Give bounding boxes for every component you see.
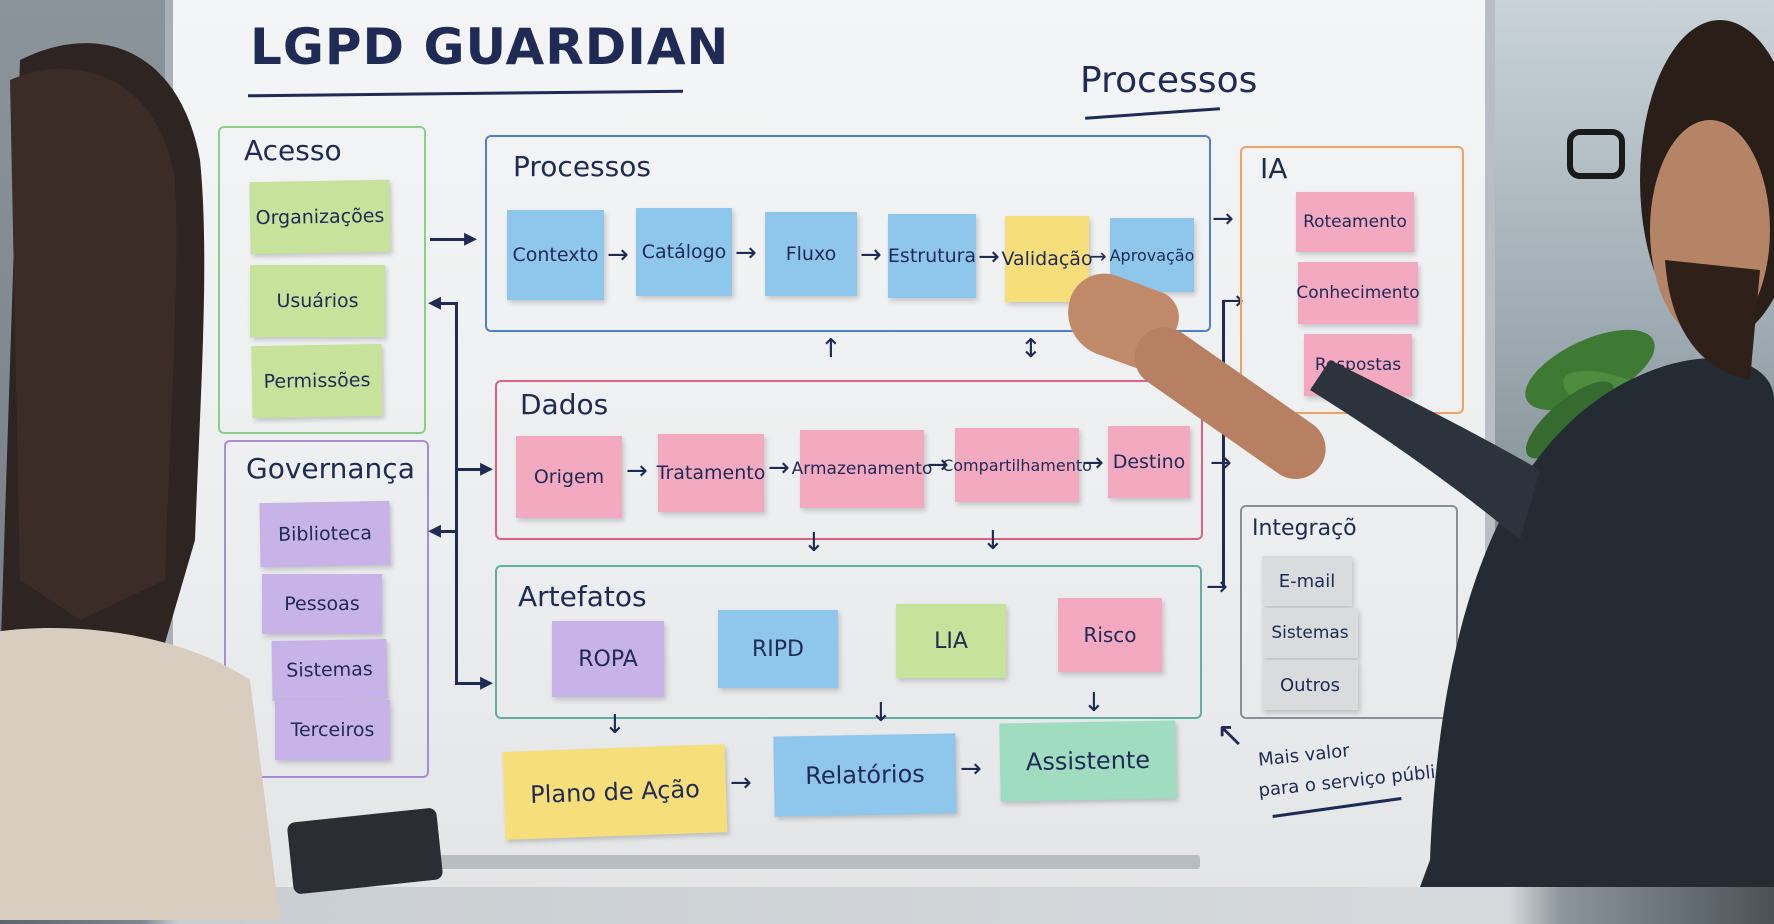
arrow-p1: →: [607, 240, 629, 270]
group-ia-label: IA: [1260, 152, 1288, 185]
note-plano-de-acao: Plano de Ação: [502, 744, 728, 840]
note-armazenamento: Armazenamento: [792, 430, 932, 508]
note-ripd: RIPD: [718, 610, 838, 688]
note-terceiros: Terceiros: [275, 700, 390, 760]
note-usuarios: Usuários: [250, 265, 385, 337]
arrow-curved: ↖: [1216, 715, 1245, 755]
group-artefatos: [495, 565, 1202, 719]
arrow-down-2: ↓: [982, 526, 1004, 556]
arrow-o1: →: [730, 768, 752, 798]
note-compartilhamento: Compartilhamento: [942, 428, 1092, 502]
group-acesso: [218, 126, 426, 434]
corner-label: Processos: [1080, 60, 1258, 101]
note-assistente: Assistente: [999, 720, 1177, 802]
arrow-down-3: ↓: [604, 710, 626, 740]
group-acesso-label: Acesso: [244, 134, 342, 167]
group-governanca: [224, 440, 429, 778]
note-contexto: Contexto: [507, 210, 604, 300]
connector-artefatos: [455, 682, 485, 685]
person-left: [0, 20, 290, 920]
note-estrutura: Estrutura: [888, 214, 976, 298]
arrow-head-5: ▸: [480, 667, 494, 697]
arrow-down-5: ↓: [1083, 688, 1105, 718]
arrow-head-1: ▸: [464, 223, 478, 253]
arrow-head-4: ◂: [428, 515, 442, 545]
note-tratamento: Tratamento: [657, 434, 765, 512]
arrow-p4: →: [978, 242, 1000, 272]
arrow-down-1: ↓: [803, 528, 825, 558]
note-outros: Outros: [1262, 660, 1358, 710]
group-processos-label: Processos: [513, 150, 651, 183]
board-title: LGPD GUARDIAN: [250, 18, 730, 76]
note-origem: Origem: [516, 436, 622, 518]
arrow-to-integracoes-2: →: [1206, 572, 1228, 602]
arrow-to-ia: →: [1212, 204, 1234, 234]
arrow-p2: →: [735, 238, 757, 268]
connector-gov: [435, 530, 457, 533]
note-fluxo: Fluxo: [765, 212, 857, 296]
group-dados-label: Dados: [520, 388, 609, 421]
connector-acesso: [435, 302, 457, 305]
arrow-acesso-processos: [430, 238, 470, 241]
note-pessoas: Pessoas: [262, 574, 382, 634]
arrow-head-2: ◂: [428, 287, 442, 317]
board-tray: [300, 855, 1200, 869]
connector-vertical-right: [1222, 300, 1225, 588]
group-governanca-label: Governança: [246, 452, 415, 485]
note-ropa: ROPA: [552, 621, 664, 697]
note-risco: Risco: [1058, 598, 1162, 672]
group-artefatos-label: Artefatos: [518, 580, 647, 613]
person-right: [1060, 0, 1774, 887]
note-lia: LIA: [896, 604, 1006, 678]
connector-vertical-left: [455, 302, 458, 684]
arrow-to-integracoes: →: [1210, 448, 1232, 478]
arrow-to-ia-2: →: [1222, 286, 1244, 316]
arrow-d1: →: [626, 456, 648, 486]
group-integracoes: [1240, 505, 1458, 719]
note-roteamento: Roteamento: [1296, 192, 1414, 252]
arrow-d4: →: [1082, 448, 1104, 478]
arrow-p3: →: [860, 240, 882, 270]
group-dados: [495, 380, 1203, 540]
arrow-d2: →: [768, 453, 790, 483]
arrow-bidirectional: ↕: [1020, 334, 1042, 364]
note-sistemas-int: Sistemas: [1262, 608, 1358, 658]
group-processos: [485, 135, 1211, 332]
note-relatorios: Relatórios: [773, 733, 957, 817]
group-integracoes-label: Integraçõ: [1252, 516, 1357, 541]
arrow-o2: →: [960, 754, 982, 784]
connector-dados: [455, 468, 485, 471]
arrow-up-dados-processos: ↑: [820, 334, 842, 364]
note-destino: Destino: [1108, 426, 1190, 498]
arrow-d3: →: [927, 450, 949, 480]
note-conhecimento: Conhecimento: [1296, 262, 1420, 324]
note-catalogo: Catálogo: [636, 208, 732, 296]
arrow-head-3: ▸: [480, 453, 494, 483]
note-email: E-mail: [1262, 556, 1352, 606]
arrow-p5: →: [1090, 244, 1107, 268]
arrow-down-4: ↓: [870, 698, 892, 728]
